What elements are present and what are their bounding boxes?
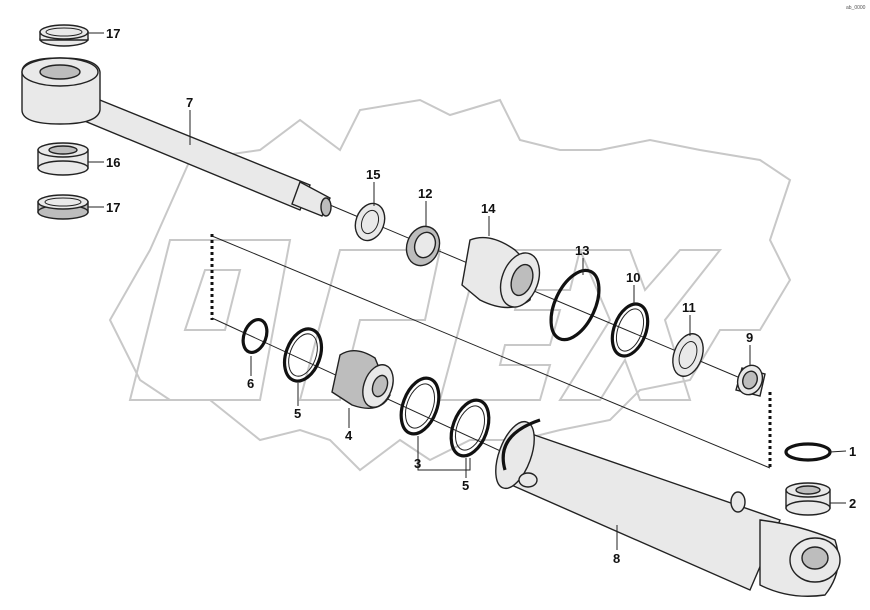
callout-labels: 17 7 16 17 15 12 14 13 10 11 9 6 5 4 3 5… xyxy=(106,26,856,566)
callout-12: 12 xyxy=(418,186,432,201)
callout-17-top: 17 xyxy=(106,26,120,41)
part-13-o-ring xyxy=(549,268,601,342)
callout-8: 8 xyxy=(613,551,620,566)
part-14-guide-head xyxy=(461,236,541,309)
callout-16: 16 xyxy=(106,155,120,170)
callout-6: 6 xyxy=(247,376,254,391)
callout-5-right: 5 xyxy=(462,478,469,493)
callout-14: 14 xyxy=(481,201,496,216)
part-11-ring xyxy=(672,333,704,377)
part-16-bushing xyxy=(37,142,89,176)
callout-5-left: 5 xyxy=(294,406,301,421)
callout-2: 2 xyxy=(849,496,856,511)
part-17-bottom-wiper xyxy=(37,194,89,220)
watermark xyxy=(108,98,792,472)
callout-17-bottom: 17 xyxy=(106,200,120,215)
callout-4: 4 xyxy=(345,428,353,443)
part-8-cylinder-barrel xyxy=(495,418,841,597)
callout-10: 10 xyxy=(626,270,640,285)
corner-code: ab_0000 xyxy=(846,5,866,11)
part-15-ring xyxy=(354,202,386,242)
part-2-bushing xyxy=(785,482,831,516)
part-9-bushing xyxy=(735,364,766,397)
callout-3: 3 xyxy=(414,456,421,471)
callout-7: 7 xyxy=(186,95,193,110)
part-5-ring-left xyxy=(282,327,324,383)
part-10-ring xyxy=(610,302,650,358)
part-3-ring xyxy=(399,376,441,436)
part-5-ring-right xyxy=(449,398,491,458)
callout-9: 9 xyxy=(746,330,753,345)
callout-15: 15 xyxy=(366,167,380,182)
part-4-piston xyxy=(331,350,394,409)
leader-lines xyxy=(88,32,847,550)
callout-13: 13 xyxy=(575,243,589,258)
part-17-top-wiper xyxy=(39,24,89,47)
part-1-o-ring xyxy=(784,442,832,462)
part-7-piston-rod xyxy=(21,57,332,217)
callout-1: 1 xyxy=(849,444,856,459)
callout-11: 11 xyxy=(682,300,696,315)
part-6-ring xyxy=(241,317,269,355)
part-12-ring xyxy=(405,225,441,267)
